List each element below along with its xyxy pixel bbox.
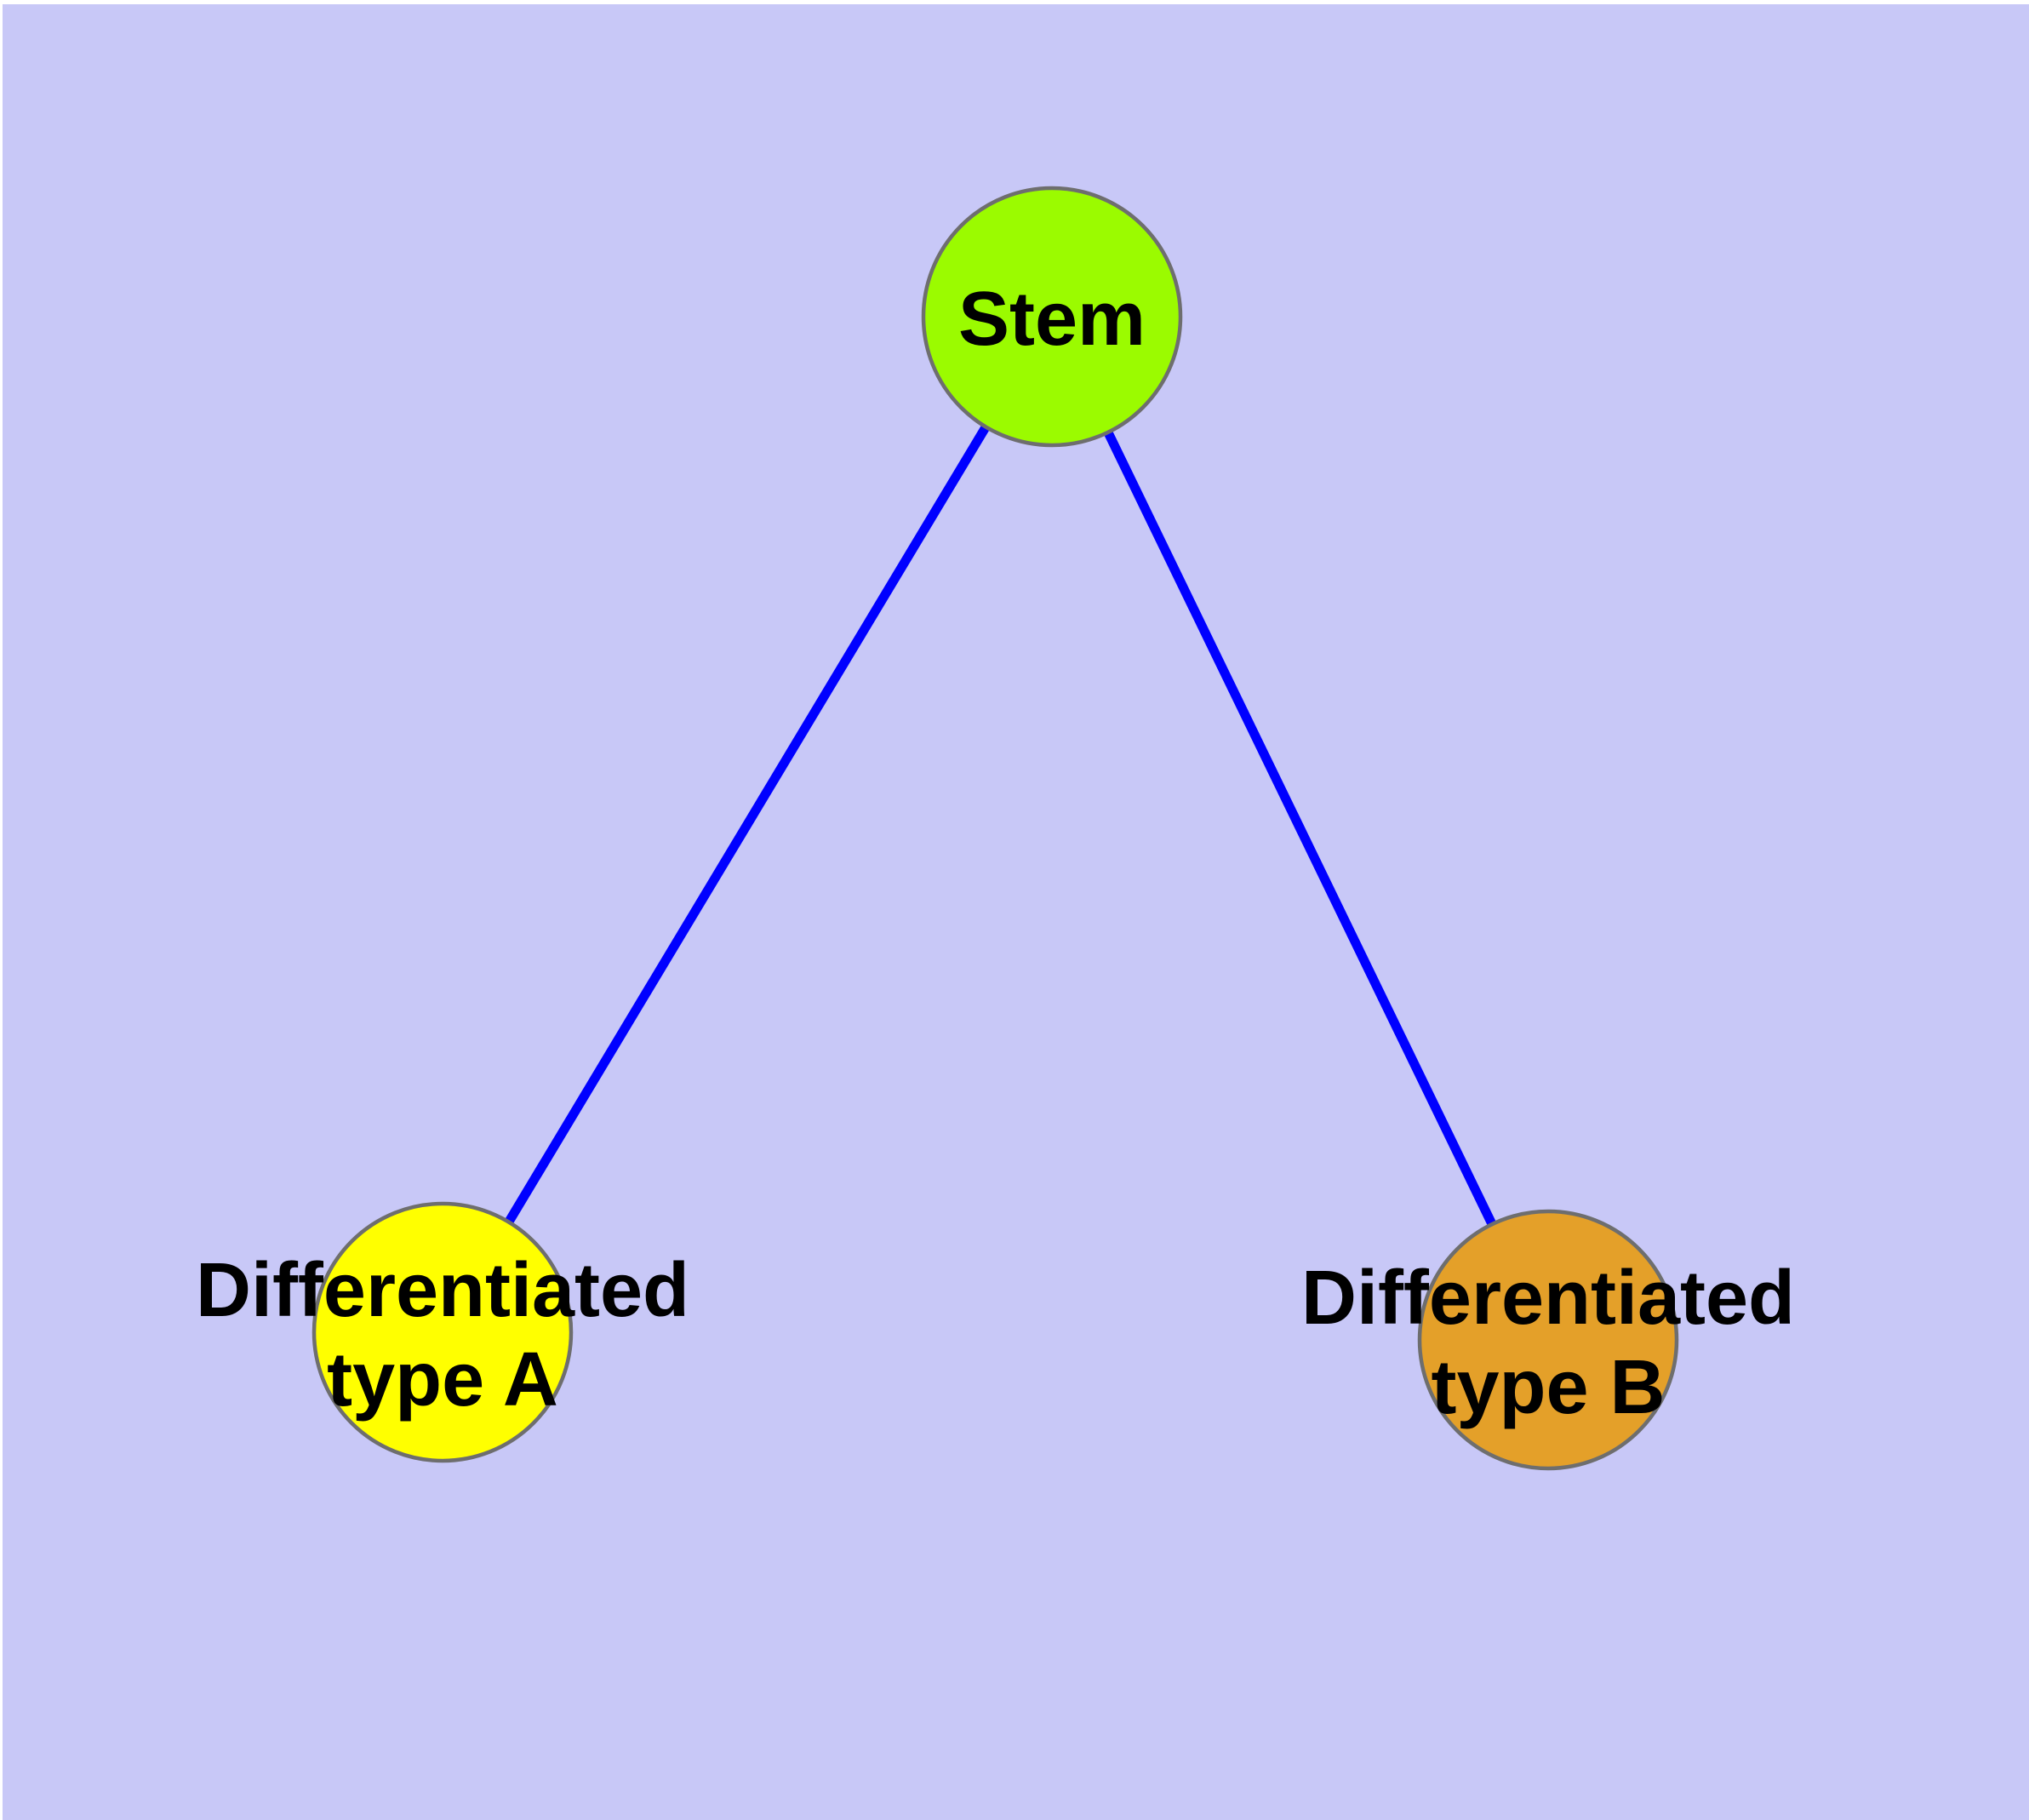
node-stem [921, 186, 1183, 448]
node-type-a-label-line1: Differentiated [196, 1248, 689, 1333]
node-type-a-label-line2: type A [327, 1337, 558, 1422]
edge-stem-to-type-a [438, 314, 1056, 1335]
edge-stem-to-type-b [1048, 314, 1552, 1342]
node-type-b-label-line2: type B [1431, 1345, 1665, 1430]
node-stem-label: Stem [958, 277, 1146, 362]
node-differentiated-type-b [1417, 1209, 1679, 1471]
node-differentiated-type-a [311, 1201, 574, 1463]
node-type-b-label-line1: Differentiated [1301, 1256, 1795, 1341]
